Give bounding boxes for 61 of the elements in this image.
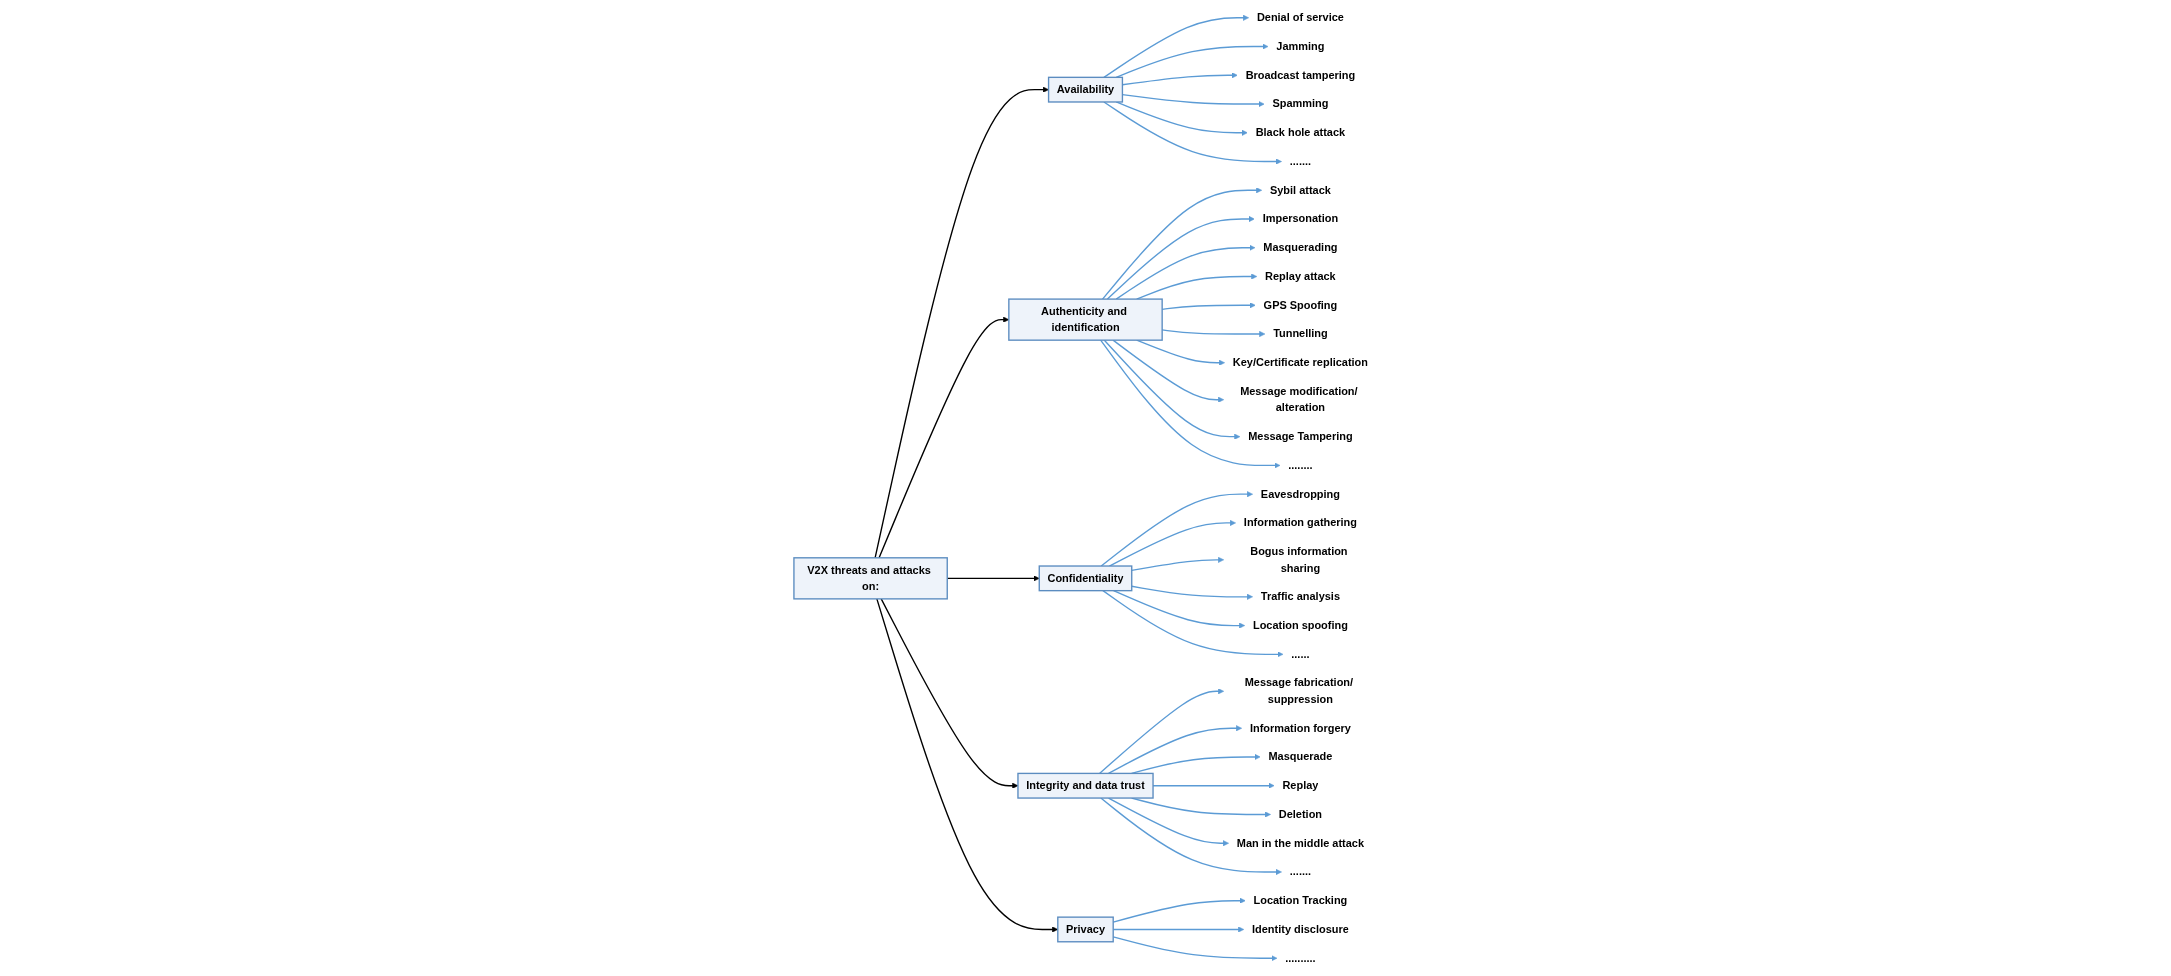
node-box: Privacy bbox=[1057, 916, 1114, 943]
node-text: ....... bbox=[1289, 865, 1312, 878]
arrow bbox=[1115, 101, 1248, 136]
node-text: Message modification/ alteration bbox=[1240, 385, 1358, 414]
arrow bbox=[1115, 244, 1256, 300]
node-text: Message Tampering bbox=[1248, 430, 1353, 443]
node-text: Sybil attack bbox=[1269, 184, 1331, 196]
node-text: Traffic analysis bbox=[1260, 590, 1340, 603]
node-text: Deletion bbox=[1278, 808, 1323, 820]
arrow bbox=[1100, 491, 1253, 567]
arrow bbox=[1103, 101, 1282, 165]
arrow bbox=[1103, 14, 1249, 79]
arrow bbox=[1112, 339, 1225, 403]
node-text: Information forgery bbox=[1249, 722, 1351, 734]
node-text: Information gathering bbox=[1243, 516, 1357, 529]
node-text: Identity disclosure bbox=[1252, 923, 1349, 935]
node-text: Masquerading bbox=[1263, 241, 1338, 254]
arrow bbox=[1136, 339, 1225, 366]
arrow bbox=[1098, 688, 1225, 775]
node-text: Man in the middle attack bbox=[1236, 837, 1364, 849]
node-text: Tunnelling bbox=[1273, 327, 1328, 340]
node-text: .......... bbox=[1285, 952, 1316, 964]
node-text: Denial of service bbox=[1256, 11, 1344, 24]
node-text: ....... bbox=[1289, 155, 1312, 167]
node-text: Message fabrication/ suppression bbox=[1244, 676, 1354, 705]
node-text: Broadcast tampering bbox=[1245, 69, 1356, 81]
arrow bbox=[1100, 797, 1282, 875]
arrow bbox=[1112, 589, 1245, 629]
node-text: ...... bbox=[1291, 648, 1310, 660]
node-text: Replay bbox=[1282, 779, 1319, 792]
node-text: Impersonation bbox=[1262, 212, 1339, 225]
node-text: Key/Certificate replication bbox=[1232, 356, 1368, 369]
node-box: Authenticity and identification bbox=[1008, 298, 1163, 341]
arrow bbox=[874, 86, 1049, 559]
arrow bbox=[1099, 339, 1281, 469]
arrow bbox=[1107, 797, 1229, 847]
arrow bbox=[1136, 273, 1258, 300]
arrow bbox=[1107, 725, 1242, 775]
arrow bbox=[1102, 589, 1284, 658]
node-box: Confidentiality bbox=[1038, 565, 1133, 592]
node-text: Jamming bbox=[1276, 40, 1325, 53]
node-text: ........ bbox=[1288, 459, 1313, 471]
arrow bbox=[1108, 519, 1236, 567]
node-box: V2X threats and attacks on: bbox=[793, 557, 948, 600]
node-text: Eavesdropping bbox=[1260, 488, 1340, 500]
node-text: Spamming bbox=[1272, 97, 1329, 110]
node-text: GPS Spoofing bbox=[1263, 299, 1338, 311]
node-text: Bogus information sharing bbox=[1250, 545, 1348, 574]
node-text: Replay attack bbox=[1265, 270, 1336, 282]
arrow bbox=[1131, 556, 1225, 572]
node-text: Black hole attack bbox=[1255, 126, 1346, 139]
arrow bbox=[1106, 216, 1255, 300]
node-text: Location spoofing bbox=[1252, 619, 1348, 632]
arrow bbox=[1115, 43, 1269, 79]
arrow bbox=[1131, 585, 1253, 600]
arrow bbox=[1103, 339, 1241, 440]
node-box: Availability bbox=[1047, 76, 1124, 103]
node-text: Masquerade bbox=[1268, 750, 1333, 763]
node-text: Location Tracking bbox=[1253, 894, 1348, 907]
arrow bbox=[1101, 187, 1263, 300]
node-box: Integrity and data trust bbox=[1017, 772, 1154, 799]
